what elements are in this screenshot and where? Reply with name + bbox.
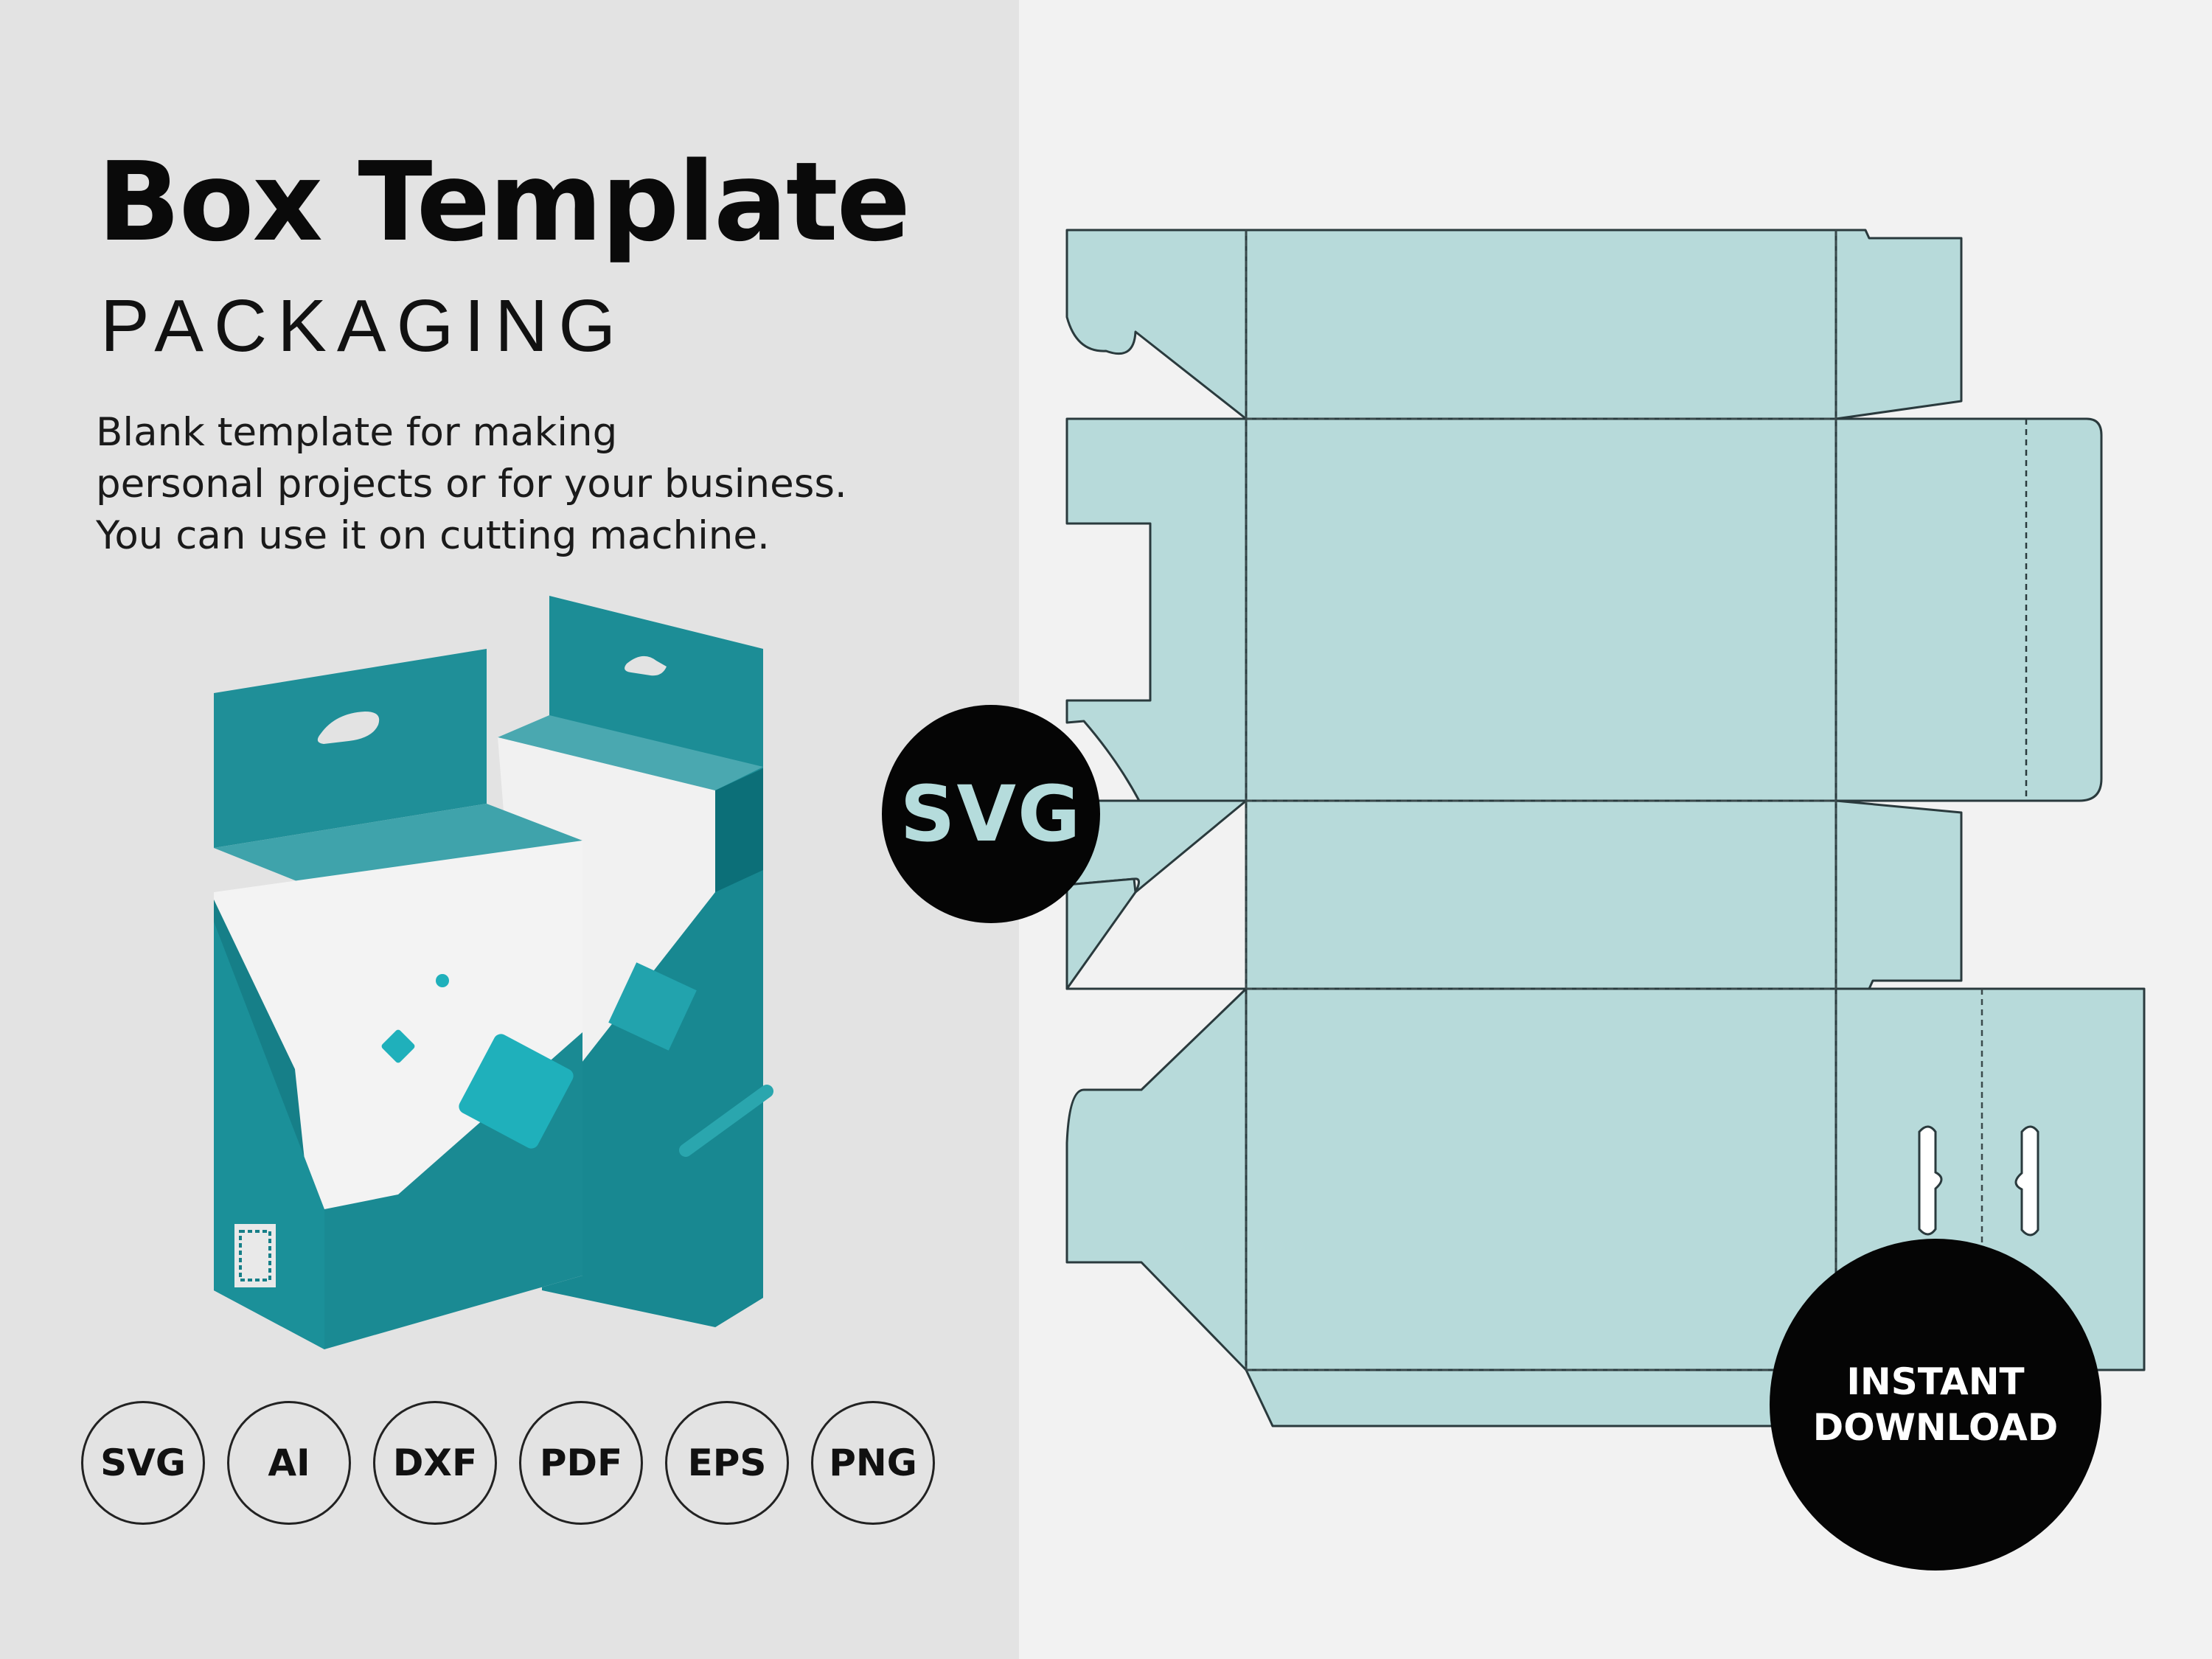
format-badge-eps: EPS: [665, 1401, 789, 1525]
dieline-panel-middle: [1245, 799, 1837, 990]
page-title: Box Template: [97, 139, 911, 265]
dieline-flap-right-top: [1834, 229, 1963, 420]
dieline-panel-upper: [1245, 417, 1837, 802]
dieline-panel-lower: [1245, 987, 1837, 1371]
dieline-flap-bottom: [1245, 1368, 1837, 1427]
back-box-top: [498, 715, 763, 790]
front-box-diamond-large: [459, 1034, 574, 1149]
download-badge-line: DOWNLOAD: [1812, 1406, 2059, 1449]
description: Blank template for making personal proje…: [96, 407, 981, 562]
front-box-hang-tab: [214, 649, 487, 848]
format-badge-dxf: DXF: [373, 1401, 497, 1525]
description-line: Blank template for making: [96, 410, 618, 455]
format-badge-pdf: PDF: [519, 1401, 643, 1525]
back-box-teal-band: [542, 870, 763, 1327]
svg-badge: SVG: [882, 705, 1100, 923]
dieline-flap-left-lower: [1065, 987, 1248, 1371]
instant-download-badge: INSTANT DOWNLOAD: [1770, 1239, 2101, 1571]
dieline-flap-right-upper: [1834, 417, 2103, 802]
format-badge-svg: SVG: [81, 1401, 205, 1525]
front-box-hang-hole: [317, 712, 380, 744]
dieline-flap-left-middle-lower: [1065, 877, 1137, 990]
svg-badge-label: SVG: [900, 769, 1082, 859]
product-box-mockup-image: [214, 596, 773, 1349]
dieline-flap-right-middle: [1834, 799, 1963, 990]
back-box-stripe: [679, 1085, 773, 1157]
box-dieline-diagram: [1065, 229, 2146, 1427]
description-line: You can use it on cutting machine.: [96, 513, 770, 558]
download-badge-line: INSTANT: [1846, 1360, 2025, 1403]
page-subtitle: PACKAGING: [100, 285, 627, 367]
dieline-hang-slot-left: [1918, 1125, 1943, 1236]
format-badge-ai: AI: [227, 1401, 351, 1525]
front-box-top: [214, 804, 582, 892]
dieline-flap-left-top: [1065, 229, 1248, 420]
description-line: personal projects or for your business.: [96, 462, 847, 507]
format-badge-png: PNG: [811, 1401, 935, 1525]
front-box-diamond-small: [381, 1029, 415, 1063]
format-badge-row: SVG AI DXF PDF EPS PNG: [81, 1401, 935, 1534]
dieline-flap-left-upper: [1065, 417, 1248, 802]
back-box-diamond: [608, 962, 697, 1051]
front-box-qr-pattern: [239, 1230, 271, 1281]
dieline-hang-slot-right: [2014, 1125, 2039, 1237]
front-box-dot: [436, 974, 449, 987]
back-box-hang-hole: [625, 655, 667, 676]
dieline-panel-top: [1245, 229, 1837, 420]
